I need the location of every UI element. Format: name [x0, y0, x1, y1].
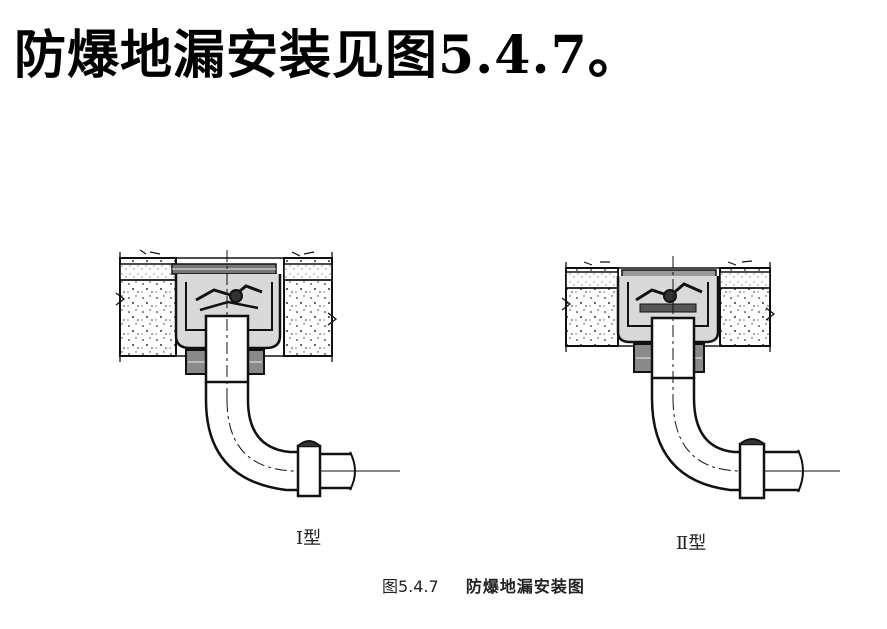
drain-pipe-outlet — [764, 450, 800, 492]
pipe-coupling — [738, 442, 766, 500]
page-heading: 防爆地漏安装见图5.4.7。 — [14, 25, 641, 86]
figure-caption: 图5.4.7 防爆地漏安装图 — [382, 573, 585, 597]
pipe-coupling — [296, 444, 322, 498]
drain-type-1 — [115, 249, 400, 498]
caption-number: 图5.4.7 — [382, 577, 439, 596]
type-1-label: Ⅰ型 — [296, 528, 322, 549]
drain-pipe-elbow — [204, 382, 300, 492]
drain-pipe-elbow — [650, 378, 742, 492]
type-2-label: Ⅱ型 — [676, 533, 707, 554]
drain-type-2 — [561, 256, 840, 500]
caption-title: 防爆地漏安装图 — [465, 577, 585, 596]
drain-pipe-outlet — [320, 452, 352, 490]
